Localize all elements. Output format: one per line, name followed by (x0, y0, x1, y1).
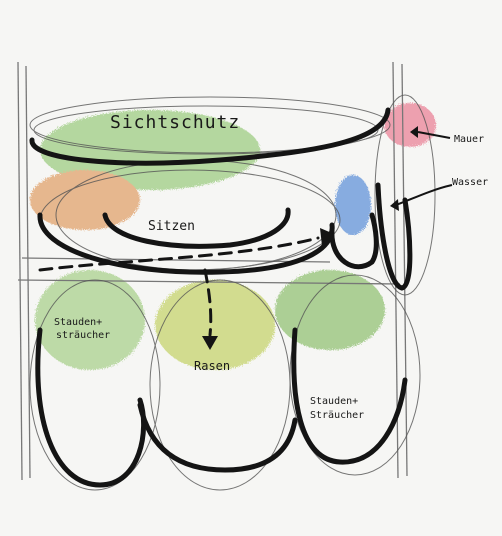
wash-red (384, 103, 436, 147)
label-stauden-left-1: Stauden+ (54, 317, 102, 328)
label-stauden-right-2: Sträucher (310, 410, 364, 421)
label-stauden-left-2: sträucher (56, 330, 110, 341)
rasen-stroke (140, 405, 295, 470)
label-sitzen: Sitzen (148, 219, 195, 234)
wash-green-right (275, 270, 385, 350)
label-sichtschutz: Sichtschutz (110, 112, 240, 133)
sitzen-inner-stroke (105, 210, 288, 246)
wash-blue (335, 175, 371, 235)
label-rasen: Rasen (194, 359, 230, 373)
label-wasser: Wasser (452, 177, 488, 188)
label-mauer: Mauer (454, 134, 484, 145)
wasser-pointer (396, 185, 452, 205)
wash-orange (30, 170, 140, 230)
wash-yellowgreen (155, 280, 275, 370)
label-stauden-right-1: Stauden+ (310, 396, 358, 407)
